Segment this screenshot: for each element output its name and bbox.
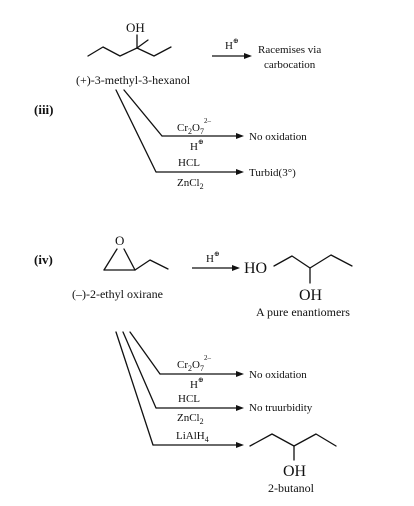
lucas4-reagent-zncl2: ZnCl2 [177,412,204,426]
hexanol-oh-label: OH [126,20,145,35]
dichromate-reagent: Cr2O72– [177,117,211,136]
diol-skeleton [273,254,353,269]
butanol-oh-label: OH [283,463,307,480]
branch4-line-1 [129,331,161,375]
lucas4-reagent-hcl: HCL [178,393,200,405]
branch4-line-2 [122,331,157,409]
racemise-result-line1: Racemises via [258,44,321,56]
lialh4-reagent: LiAlH4 [176,430,209,444]
oxidation-result: No oxidation [249,131,307,143]
lucas-arrow-head [236,169,244,175]
lucas4-arrow-head [236,405,244,411]
lucas4-result: No truurbidity [249,402,313,414]
oxidation-arrow-head [236,133,244,139]
branch-line-2 [115,89,157,173]
oxidation4-result: No oxidation [249,369,307,381]
butanol-skeleton [249,433,337,447]
ring-opening-arrow-head [232,265,240,271]
part-iv: (iv) O (–)-2-ethyl oxirane H⊕ HO OH A pu… [34,233,353,495]
part-iii: OH (+)-3-methyl-3-hexanol (iii) H⊕ Racem… [34,20,321,191]
oxirane-ethyl-chain [134,259,169,271]
racemise-acid: H⊕ [225,37,239,52]
butanol-name: 2-butanol [268,481,315,495]
ring-opening-acid: H⊕ [206,250,220,265]
part-iii-label: (iii) [34,102,54,117]
racemise-arrow-head [244,53,252,59]
oxirane-ring-left [103,248,118,271]
lucas-reagent-zncl2: ZnCl2 [177,177,204,191]
diol-note: A pure enantiomers [256,305,350,319]
dichromate4-reagent: Cr2O72– [177,354,211,373]
dichromate4-acid: H⊕ [190,376,204,391]
lucas-reagent-hcl: HCL [178,157,200,169]
diol-oh-label: OH [299,287,323,304]
hexanol-name: (+)-3-methyl-3-hexanol [76,73,191,87]
part-iv-label: (iv) [34,252,53,267]
diol-ho-label: HO [244,260,267,277]
hexanol-methyl-bond [136,39,149,49]
hexanol-skeleton [87,46,172,57]
oxirane-name: (–)-2-ethyl oxirane [72,287,163,301]
lucas-result: Turbid(3°) [249,167,296,179]
racemise-result-line2: carbocation [264,59,316,71]
branch4-line-3 [115,331,154,446]
branch-line-1 [123,89,163,137]
oxidation4-arrow-head [236,371,244,377]
oxirane-ring-right [123,248,136,271]
dichromate-acid: H⊕ [190,138,204,153]
reduction-arrow-head [236,442,244,448]
oxirane-o-label: O [115,233,124,248]
